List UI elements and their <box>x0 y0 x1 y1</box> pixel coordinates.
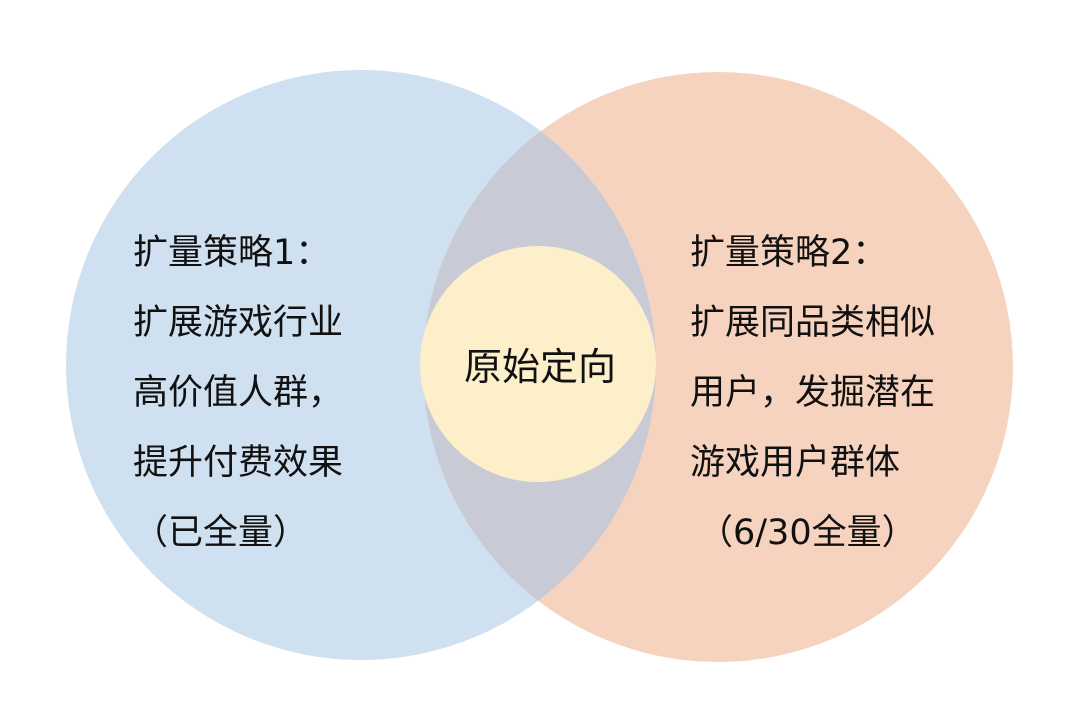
right-line-5: （6/30全量） <box>698 513 917 553</box>
overlap-region <box>423 72 656 660</box>
right-line-4: 游戏用户群体 <box>690 443 901 483</box>
right-strategy-text: 扩量策略2： 扩展同品类相似 用户，发掘潜在 游戏用户群体 （6/30全量） <box>690 218 935 568</box>
right-line-2: 扩展同品类相似 <box>690 303 936 343</box>
right-line-1: 扩量策略2： <box>690 233 888 273</box>
right-line-3: 用户，发掘潜在 <box>690 373 936 413</box>
left-line-3: 高价值人群， <box>133 373 344 413</box>
left-line-4: 提升付费效果 <box>133 443 344 483</box>
center-circle <box>420 246 656 482</box>
center-label: 原始定向 <box>463 345 616 389</box>
left-line-1: 扩量策略1： <box>133 233 331 273</box>
left-line-2: 扩展游戏行业 <box>133 303 344 343</box>
left-line-5: （已全量） <box>133 513 309 553</box>
left-strategy-text: 扩量策略1： 扩展游戏行业 高价值人群， 提升付费效果 （已全量） <box>133 218 343 568</box>
